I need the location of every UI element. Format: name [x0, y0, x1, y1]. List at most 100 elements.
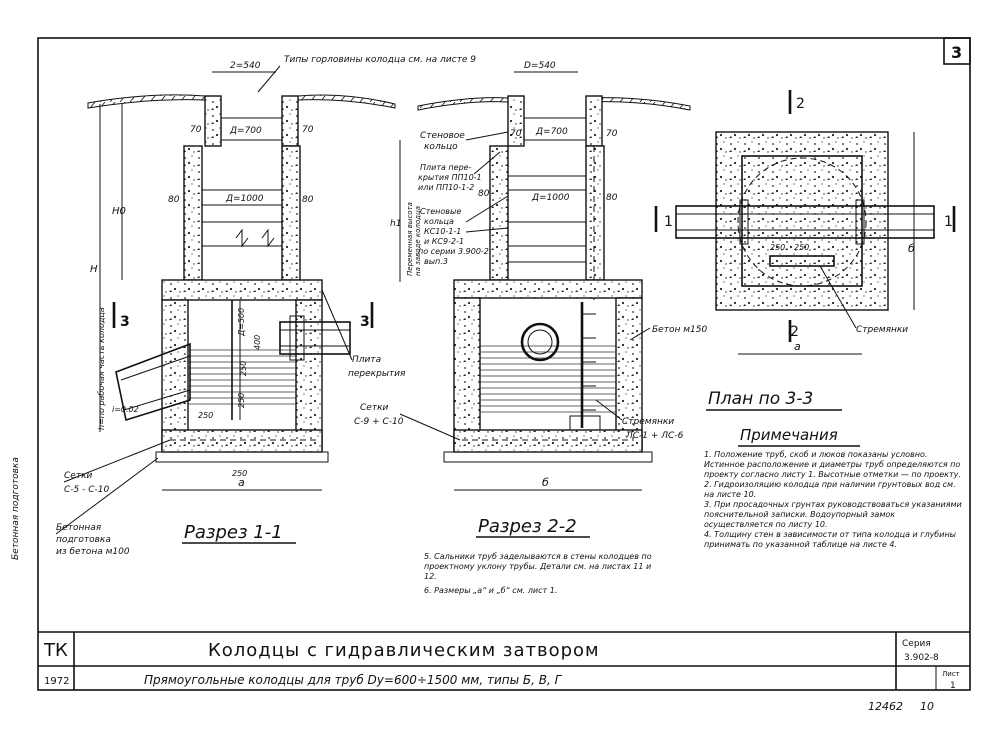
- label-var-1: Переменная высота: [406, 202, 414, 276]
- plan-cut-left: 1: [664, 214, 673, 230]
- tb-series-value: 3.902-8: [904, 653, 939, 663]
- sheet-number-box: [943, 37, 971, 65]
- base-slab-1: [161, 429, 323, 453]
- tb-title: Колодцы с гидравлическим затвором: [208, 640, 600, 661]
- dim-80a-1: 80: [168, 195, 180, 205]
- inlet-pipe-1: [115, 342, 191, 422]
- section-1-1: 2=540 Типы горловины колодца см. на лист…: [55, 55, 476, 557]
- dim-hwork-1: h=по рабочая часть колодца: [97, 307, 106, 430]
- dim-70b-2: 70: [606, 129, 618, 139]
- plan-cut-top: 2: [796, 96, 805, 112]
- plan-dim-250a: 250: [770, 243, 785, 252]
- chamber-wall-left-2: [453, 297, 481, 451]
- dim-80b-1: 80: [302, 195, 314, 205]
- dim-80a-2: 80: [478, 189, 490, 199]
- neck-wall-right: [281, 95, 299, 147]
- label-plita-2: перекрытия: [348, 369, 406, 379]
- ground-line-1b: [297, 94, 396, 109]
- ground-line-2b: [585, 97, 691, 111]
- label-stenovoe-1: Стеновое: [420, 131, 465, 141]
- ladder-steps-2: [580, 302, 596, 428]
- label-plita-2-2: крытия ПП10-1: [418, 173, 482, 182]
- label-rings-4: и КС9-2-1: [424, 237, 464, 246]
- note-2: 2. Гидроизоляцию колодца при наличии гру…: [704, 480, 956, 499]
- label-setki-2: Сетки: [360, 403, 389, 413]
- notes-heading: Примечания: [740, 426, 838, 444]
- dim-b-2: б: [542, 476, 549, 489]
- stamp-suffix: 10: [920, 700, 934, 713]
- dim-a-1: а: [238, 476, 245, 489]
- dim-d700-1: Д=700: [229, 126, 262, 136]
- dim-h-1: H: [90, 264, 98, 275]
- label-rings-1: Стеновые: [420, 207, 461, 216]
- label-rings-5: по серии 3.900-2: [418, 247, 489, 256]
- plan-steps: [769, 255, 835, 267]
- dim-neck-2: D=540: [524, 61, 556, 71]
- dim-h1-2: h1: [390, 219, 401, 229]
- water-2: [480, 345, 616, 413]
- cut-mark-3-left: 3: [120, 314, 130, 330]
- note-5: 5. Сальники труб заделываются в стены ко…: [424, 552, 652, 581]
- note-4: 4. Толщину стен в зависимости от типа ко…: [704, 530, 956, 549]
- ground-line-1: [87, 94, 206, 109]
- dim-d1000-1: Д=1000: [225, 194, 264, 204]
- tb-year: 1972: [44, 676, 69, 687]
- water-1: [188, 349, 296, 405]
- neck-wall-left-2: [507, 95, 525, 147]
- dim-250-1: 250: [232, 469, 247, 478]
- plan-pipe: [675, 205, 935, 239]
- dim-d1000-2: Д=1000: [531, 193, 570, 203]
- label-var-2: на заводе колодца: [414, 206, 422, 276]
- dim-d500-1: Д=500: [237, 308, 246, 337]
- ring-wall-left: [183, 145, 203, 281]
- base-prep-2: [443, 451, 653, 463]
- margin-note: Бетонная подготовка: [11, 457, 21, 560]
- base-prep-1: [155, 451, 329, 463]
- dim-250b-1: 250: [237, 393, 246, 408]
- label-setki-codes-1: С-5 - С-10: [64, 485, 109, 495]
- plan-dim-a: а: [794, 340, 801, 353]
- ring-wall-right: [281, 145, 301, 281]
- plan-ring: [737, 157, 867, 287]
- sheet-number: 3: [951, 43, 962, 62]
- plan-label-steps: Стремянки: [856, 325, 908, 335]
- note-neck-types-1: Типы горловины колодца см. на листе 9: [284, 55, 476, 65]
- chamber-wall-right-2: [615, 297, 643, 451]
- sheet-frame: [37, 37, 971, 691]
- tb-org: ТК: [43, 640, 68, 661]
- dim-h0-1: H0: [112, 206, 126, 217]
- label-stenovoe-2: кольцо: [424, 142, 458, 152]
- label-steps-codes-2: ЛС-1 + ЛС-6: [625, 431, 684, 441]
- label-plita-1: Плита: [352, 355, 381, 365]
- dim-250c-1: 250: [198, 411, 213, 420]
- dim-250a-1: 250: [239, 361, 248, 376]
- note-6: 6. Размеры „а“ и „б“ см. лист 1.: [424, 586, 558, 595]
- plan-cut-bottom: 2: [790, 324, 799, 340]
- chamber-wall-left: [161, 299, 189, 451]
- cover-slab-1: [161, 279, 323, 301]
- dim-d700-2: Д=700: [535, 127, 568, 137]
- ring-wall-left-2: [489, 145, 509, 281]
- base-slab-2: [453, 429, 643, 453]
- label-plita-2-1: Плита пере-: [420, 163, 472, 172]
- label-rings-6: вып.3: [424, 257, 448, 266]
- ground-line-2: [417, 97, 509, 111]
- dim-i002-1: i=0.02: [112, 405, 139, 414]
- section-2-2: D=540 70 Д=700 70 80 Д=1000 80 h1 б Стен…: [354, 61, 707, 538]
- cut-mark-3-right: 3: [360, 314, 370, 330]
- tb-sheet-label: Лист: [942, 670, 960, 678]
- plan-dim-b: б: [908, 242, 915, 255]
- plan-dim-250b: 250: [794, 243, 809, 252]
- dim-70a-1: 70: [190, 125, 202, 135]
- plan-cut-right: 1: [944, 214, 953, 230]
- note-3: 3. При просадочных грунтах руководствова…: [704, 500, 962, 529]
- label-beton-podg-1: Бетонная: [56, 523, 102, 533]
- pipe-end-2: [520, 322, 560, 362]
- neck-wall-left: [204, 95, 222, 147]
- notes: Примечания 1. Положение труб, скоб и люк…: [424, 426, 962, 595]
- dim-neck-1: 2=540: [230, 61, 261, 71]
- label-plita-2-3: или ПП10-1-2: [418, 183, 474, 192]
- dim-80b-2: 80: [606, 193, 618, 203]
- plan-3-3: 250 250 2 2 1 1 б а Стремянки План по 3-…: [654, 90, 956, 411]
